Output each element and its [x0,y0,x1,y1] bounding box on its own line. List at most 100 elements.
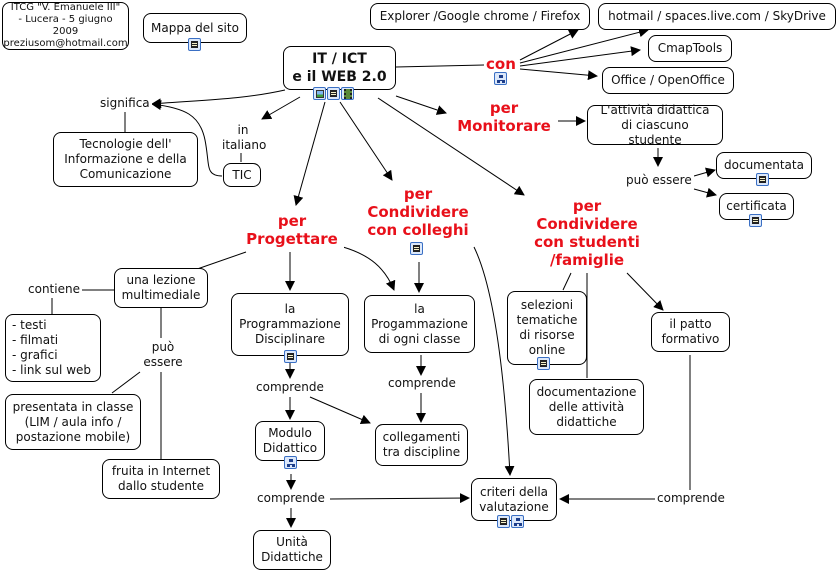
node-patto-label: il patto formativo [661,317,720,346]
video-icon[interactable] [341,87,354,100]
author-email[interactable]: preziusom@hotmail.com [3,38,128,49]
link-con-hotmail [519,27,649,64]
node-browsers[interactable]: Explorer /Google chrome / Firefox [370,3,590,30]
link-con-browsers [519,29,579,61]
link-root-progettare [293,101,326,206]
node-sitemap-label: Mappa del sito [151,20,239,35]
node-lezione[interactable]: una lezione multimediale [114,268,208,308]
phrase-comprende-2[interactable]: comprende [386,376,458,391]
document-icon[interactable] [284,350,297,363]
phrase-per-monitorare[interactable]: per Monitorare [450,99,558,135]
node-unita-label: Unità Didattiche [261,535,323,564]
phrase-contiene[interactable]: contiene [26,282,82,297]
node-prog-disciplinare-label: la Programmazione Disciplinare [239,302,341,346]
author-date: - Lucera - 5 giugno 2009 [18,14,113,37]
link-puoessere-certificata [693,187,717,198]
node-root[interactable]: IT / ICT e il WEB 2.0 [283,46,396,90]
root-line1: IT / ICT [312,51,367,67]
selezioni-resources[interactable] [537,357,550,370]
prog-disciplinare-resources[interactable] [284,350,297,363]
link-con-cmaptools [519,46,641,67]
node-cmaptools[interactable]: CmapTools [648,35,732,62]
node-modulo[interactable]: Modulo Didattico [255,421,325,461]
link-colleghi-criteri [473,246,515,476]
node-tic[interactable]: TIC [223,163,261,187]
link-root-con [395,64,485,68]
concept-map-icon[interactable] [284,456,297,469]
node-contenuti[interactable]: - testi - filmati - grafici - link sul w… [5,314,101,382]
link-root-studenti [377,97,525,196]
phrase-significa[interactable]: significa [98,96,152,111]
node-modulo-label: Modulo Didattico [262,426,318,455]
node-hotmail[interactable]: hotmail / spaces.live.com / SkyDrive [598,3,836,30]
phrase-per-progettare[interactable]: per Progettare [240,212,344,248]
phrase-con[interactable]: con [484,55,518,73]
link-puoessere-documentata [693,167,716,178]
node-certificata-label: certificata [726,199,787,213]
node-documentazione-label: documentazione delle attività didattiche [536,384,637,429]
node-criteri[interactable]: criteri della valutazione [471,478,557,521]
document-icon[interactable] [537,357,550,370]
node-office[interactable]: Office / OpenOffice [602,67,734,94]
node-hotmail-label: hotmail / spaces.live.com / SkyDrive [608,9,826,23]
node-patto[interactable]: il patto formativo [651,312,730,352]
phrase-in-italiano[interactable]: in italiano [220,123,267,153]
link-tic-significa [151,100,223,177]
modulo-resources[interactable] [284,456,297,469]
node-office-label: Office / OpenOffice [611,73,725,87]
concept-map-icon[interactable] [511,515,524,528]
phrase-per-condividere-colleghi[interactable]: per Condividere con colleghi [356,185,480,239]
colleghi-resources[interactable] [410,242,423,255]
node-prog-classe[interactable]: la Progammazione di ogni classe [364,295,475,353]
phrase-comprende-1[interactable]: comprende [254,380,326,395]
contenuti-testi: - testi [12,318,47,332]
node-attivita[interactable]: L'attività didattica di ciascuno student… [587,103,723,147]
node-fruita-label: fruita in Internet dallo studente [111,464,211,493]
link-con-office [519,68,598,81]
node-collegamenti-label: collegamenti tra discipline [382,430,461,459]
document-icon[interactable] [188,38,201,51]
node-browsers-label: Explorer /Google chrome / Firefox [379,9,581,23]
document-icon[interactable] [497,515,510,528]
certificata-resources[interactable] [749,214,762,227]
document-icon[interactable] [756,173,769,186]
document-icon[interactable] [327,87,340,100]
link-root-colleghi [339,101,393,181]
phrase-per-condividere-studenti[interactable]: per Condividere con studenti /famiglie [522,197,652,269]
node-selezioni[interactable]: selezioni tematiche di risorse online [507,291,587,365]
concept-map-icon[interactable] [494,72,507,85]
image-icon[interactable] [313,87,326,100]
root-resources[interactable] [313,87,354,100]
node-documentata[interactable]: documentata [716,152,812,179]
link-root-significa [151,89,286,109]
node-cmaptools-label: CmapTools [657,41,723,55]
document-icon[interactable] [410,242,423,255]
author-school: ITCG "V. Emanuele III" [10,2,121,13]
node-collegamenti[interactable]: collegamenti tra discipline [375,424,468,466]
document-icon[interactable] [749,214,762,227]
contenuti-link: - link sul web [12,363,92,377]
criteri-resources[interactable] [497,515,524,528]
root-line2: e il WEB 2.0 [292,69,387,85]
node-tic-label: TIC [232,167,252,182]
node-criteri-label: criteri della valutazione [479,484,549,514]
con-resources[interactable] [494,72,507,85]
link-root-initaliano [261,96,301,120]
phrase-comprende-3[interactable]: comprende [255,491,327,506]
node-prog-disciplinare[interactable]: la Programmazione Disciplinare [231,293,349,356]
link-comprende-collegamenti [309,396,371,425]
phrase-puo-essere-left[interactable]: può essere [138,340,188,370]
node-selezioni-label: selezioni tematiche di risorse online [516,298,578,357]
node-unita[interactable]: Unità Didattiche [253,530,331,570]
link-comprende3-criteri [329,493,470,504]
phrase-comprende-4[interactable]: comprende [655,491,727,506]
contenuti-grafici: - grafici [12,348,58,362]
node-presentata[interactable]: presentata in classe (LIM / aula info / … [5,394,141,450]
sitemap-resources[interactable] [188,38,201,51]
node-tecnologie[interactable]: Tecnologie dell' Informazione e della Co… [53,132,198,187]
phrase-puo-essere-top[interactable]: può essere [624,173,694,188]
node-fruita[interactable]: fruita in Internet dallo studente [102,459,220,499]
documentata-resources[interactable] [756,173,769,186]
node-documentazione[interactable]: documentazione delle attività didattiche [529,379,644,435]
